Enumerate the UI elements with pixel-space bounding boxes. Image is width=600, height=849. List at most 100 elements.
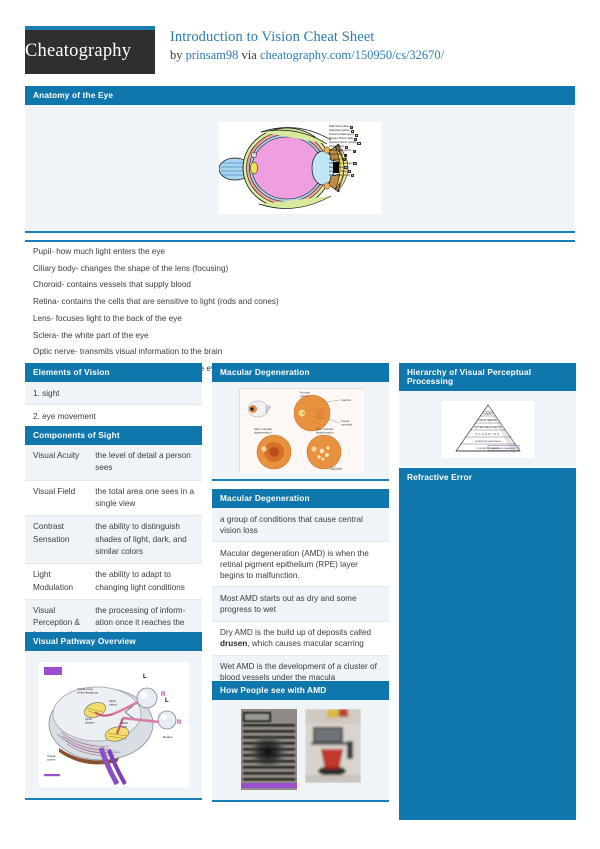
svg-text:Visual: Visual — [485, 411, 491, 413]
legend-label: Ciliary Body (orange) — [329, 161, 353, 165]
card-anatomy-title: Anatomy of the Eye — [25, 86, 575, 106]
legend-item: Choroid (red) — [329, 145, 379, 149]
legend-label: Lens (light blue) — [329, 169, 347, 173]
svg-text:PATTERN RECOGNITION: PATTERN RECOGNITION — [474, 426, 502, 429]
legend-swatch — [347, 170, 351, 174]
svg-text:cortex: cortex — [47, 757, 56, 761]
legend-item: Retina (blue) — [329, 166, 379, 170]
legend-swatch — [343, 153, 347, 158]
legend-item: Cornea (dark green) — [329, 149, 379, 154]
table-row: Contrast Sensation the ability to distin… — [25, 515, 202, 565]
hierarchy-figure-wrap: Visual Cognition VISUAL MEMORY PATTERN R… — [399, 391, 576, 468]
list-item: a group of conditions that cause central… — [212, 508, 389, 543]
card-elements-of-vision-title: Elements of Vision — [25, 363, 202, 383]
card-refractive-error-title: Refractive Error — [407, 472, 473, 482]
svg-text:of the thalamus: of the thalamus — [77, 690, 99, 694]
svg-text:Fovea: Fovea — [341, 419, 350, 423]
svg-text:Visual: Visual — [47, 754, 56, 758]
pyramid-svg: Visual Cognition VISUAL MEMORY PATTERN R… — [441, 400, 534, 458]
page-title: Introduction to Vision Cheat Sheet — [170, 29, 375, 45]
cheatography-logo-text: Cheatography — [25, 40, 132, 61]
blurred-room-photo-svg — [304, 709, 361, 784]
legend-swatch — [342, 157, 346, 162]
legend-item: Aqueous Humor (yellow) — [329, 141, 379, 145]
legend-label: Vitreous Humor (pink) — [329, 137, 354, 141]
list-item: Dry AMD is the build up of deposits call… — [212, 621, 389, 656]
term-cell: Visual Acuity — [25, 445, 88, 481]
card-anatomy-definitions: Pupil- how much light enters the eye Cil… — [25, 240, 575, 381]
list-item: 1. sight — [25, 382, 202, 406]
source-url-link[interactable]: cheatography.com/150950/cs/32670/ — [259, 48, 445, 62]
svg-text:'Dry' macular: 'Dry' macular — [316, 427, 333, 431]
svg-text:L: L — [165, 698, 169, 704]
card-components-of-sight-title: Components of Sight — [25, 426, 202, 446]
svg-text:nerve: nerve — [109, 702, 117, 706]
byline: by prinsam98 via cheatography.com/150950… — [170, 48, 444, 63]
card-macular-degeneration-figure: Macular Degeneration — [212, 363, 389, 481]
legend-label: Sclera (light green) — [329, 173, 351, 177]
eye-diagram-legend: Optic Nerve (blue) Optic Disk (yellow) F… — [329, 125, 379, 178]
card-macular-degeneration-text: Macular Degeneration a group of conditio… — [212, 489, 389, 691]
svg-text:centralis: centralis — [341, 423, 353, 427]
svg-text:Visual area: Visual area — [77, 687, 93, 691]
svg-text:R: R — [177, 720, 182, 726]
svg-text:SCANNING: SCANNING — [475, 432, 500, 436]
svg-text:macula: macula — [341, 398, 351, 402]
svg-text:Optic: Optic — [121, 721, 129, 725]
svg-text:tract: tract — [121, 724, 127, 728]
legend-item: Optic Disk (yellow) — [329, 129, 379, 133]
legend-swatch — [344, 166, 348, 170]
svg-text:retina: retina — [300, 394, 308, 398]
legend-swatch — [357, 141, 361, 145]
list-item: Macular degeneration (AMD) is when the r… — [212, 542, 389, 588]
elements-of-vision-list: 1. sight 2. eye movement — [25, 382, 202, 428]
list-item: 2. eye movement — [25, 405, 202, 428]
card-elements-of-vision: Elements of Vision 1. sight 2. eye movem… — [25, 363, 202, 430]
legend-swatch — [351, 174, 355, 178]
legend-swatch — [350, 125, 354, 129]
legend-item: Pupil (black) — [329, 153, 379, 158]
masthead: Cheatography Introduction to Vision Chea… — [25, 26, 575, 78]
definition-cell: the ability to adapt to changing light c… — [87, 563, 202, 600]
term-drusen: drusen — [220, 639, 248, 649]
list-item: Choroid- contains vessels that supply bl… — [33, 280, 191, 290]
author-link[interactable]: prinsam98 — [185, 48, 239, 62]
byline-mid: via — [238, 48, 260, 62]
byline-prefix: by — [170, 48, 186, 62]
visual-pathway-svg: Visual area of the thalamus Optic nerve O… — [38, 661, 189, 787]
legend-label: Aqueous Humor (yellow) — [329, 141, 357, 145]
svg-text:degeneration: degeneration — [316, 431, 334, 435]
table-row: Light Modulation the ability to adapt to… — [25, 563, 202, 600]
term-cell: Visual Field — [25, 480, 88, 517]
legend-item: Lens (light blue) — [329, 170, 379, 174]
svg-text:VISUAL FIELDS VISUAL ACUITY: VISUAL FIELDS VISUAL ACUITY — [489, 447, 517, 450]
svg-text:degeneration: degeneration — [254, 431, 272, 435]
legend-label: Choroid (red) — [329, 145, 344, 149]
cheatography-logo[interactable]: Cheatography — [25, 26, 155, 74]
list-item: Ciliary body- changes the shape of the l… — [33, 263, 229, 273]
svg-text:Normal: Normal — [300, 391, 310, 395]
card-hierarchy-title: Hierarchy of Visual Perceptual Processin… — [399, 363, 576, 392]
legend-label: Cornea (dark green) — [329, 149, 352, 153]
legend-item: Fovea Centralis (grey) — [329, 133, 379, 137]
components-of-sight-table: Visual Acuity the level of detail a pers… — [25, 445, 202, 647]
svg-text:R: R — [161, 692, 166, 698]
legend-swatch — [354, 137, 358, 141]
amd-photos-wrap — [212, 700, 389, 800]
legend-swatch — [350, 129, 354, 133]
term-cell: Light Modulation — [25, 563, 88, 600]
svg-text:Optic: Optic — [85, 717, 93, 721]
svg-text:VISUAL MEMORY: VISUAL MEMORY — [478, 419, 497, 422]
definition-cell: the level of detail a person sees — [87, 445, 202, 481]
legend-label: Iris (brown) — [329, 157, 342, 161]
definition-cell: the ability to distinguish shades of lig… — [87, 515, 202, 565]
list-item: Most AMD starts out as dry and some prog… — [212, 587, 389, 622]
table-row: Visual Field the total area one sees in … — [25, 480, 202, 517]
list-item: Retina- contains the cells that are sens… — [33, 297, 279, 307]
legend-label: Optic Nerve (blue) — [329, 125, 350, 129]
list-item: Lens- focuses light to the back of the e… — [33, 313, 182, 323]
